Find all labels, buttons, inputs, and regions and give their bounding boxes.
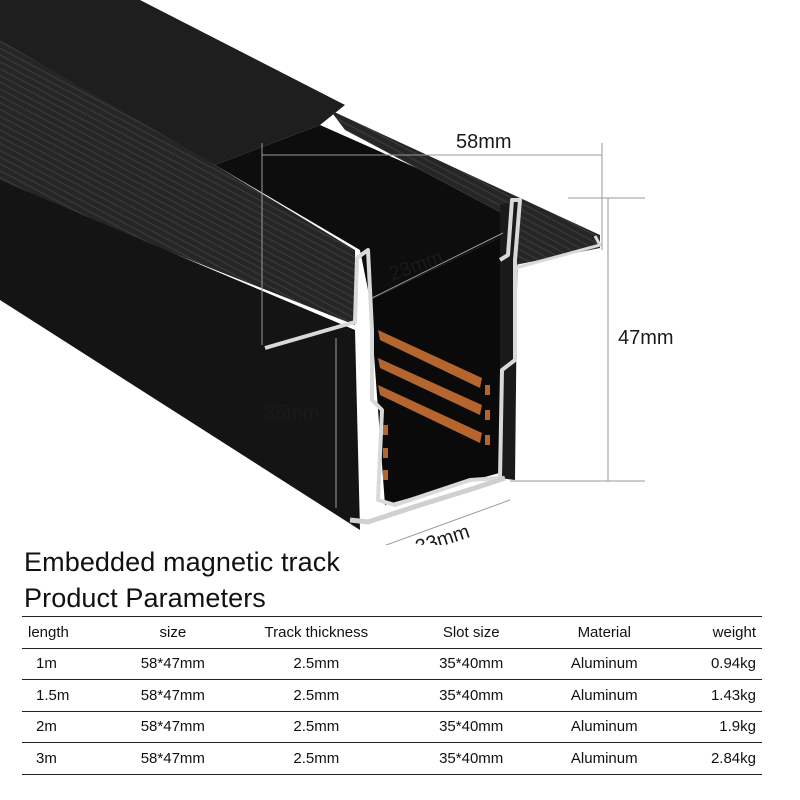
section-title: Product Parameters [24,583,266,613]
cell-size: 58*47mm [113,711,233,743]
cell-weight: 1.9kg [666,711,762,743]
cell-weight: 0.94kg [666,648,762,680]
profile-inner-back [215,125,505,300]
cell-length: 1m [22,648,114,680]
cell-size: 58*47mm [113,679,233,712]
cell-size: 58*47mm [113,648,233,680]
header-slot-size: Slot size [400,616,542,649]
dimension-lines [261,143,645,545]
cell-track-thickness: 2.5mm [232,648,401,680]
cell-material: Aluminum [541,679,667,712]
cell-track-thickness: 2.5mm [232,742,401,775]
cell-material: Aluminum [541,742,667,775]
cell-weight: 2.84kg [666,742,762,775]
header-material: Material [541,616,667,649]
profile-right-flange [330,110,600,265]
profile-bottom-edge [349,475,506,525]
profile-edge-highlight [264,198,522,507]
cell-material: Aluminum [541,711,667,743]
table-row: 1.5m 58*47mm 2.5mm 35*40mm Aluminum 1.43… [22,679,762,712]
profile-outer-wall [0,180,360,530]
profile-left-flange [0,40,355,325]
table-row: 3m 58*47mm 2.5mm 35*40mm Aluminum 2.84kg [22,742,762,775]
cell-slot-size: 35*40mm [400,742,542,775]
cell-length: 3m [22,742,114,775]
track-product-illustration: 58mm 23mm 47mm 35mm 33mm [0,0,674,545]
profile-top-face [0,0,345,165]
header-size: size [113,616,233,649]
cell-weight: 1.43kg [666,679,762,712]
profile-flange-edge [514,235,603,270]
cell-slot-size: 35*40mm [400,648,542,680]
dimension-height: 47mm [618,327,674,349]
cell-length: 2m [22,711,114,743]
cell-slot-size: 35*40mm [400,711,542,743]
table-header-row: length size Track thickness Slot size Ma… [22,616,762,649]
cell-material: Aluminum [541,648,667,680]
product-title: Embedded magnetic track [24,547,340,577]
header-weight: weight [666,616,762,649]
cell-track-thickness: 2.5mm [232,711,401,743]
table-row: 2m 58*47mm 2.5mm 35*40mm Aluminum 1.9kg [22,711,762,743]
table-row: 1m 58*47mm 2.5mm 35*40mm Aluminum 0.94kg [22,648,762,680]
cell-size: 58*47mm [113,742,233,775]
dimension-width-top: 58mm [456,131,512,153]
header-track-thickness: Track thickness [232,616,401,649]
copper-strips [378,330,490,480]
cell-track-thickness: 2.5mm [232,679,401,712]
cell-slot-size: 35*40mm [400,679,542,712]
cell-length: 1.5m [22,679,114,712]
header-length: length [22,616,114,649]
parameters-table: length size Track thickness Slot size Ma… [22,616,762,775]
dimension-slot-depth: 35mm [264,402,320,424]
